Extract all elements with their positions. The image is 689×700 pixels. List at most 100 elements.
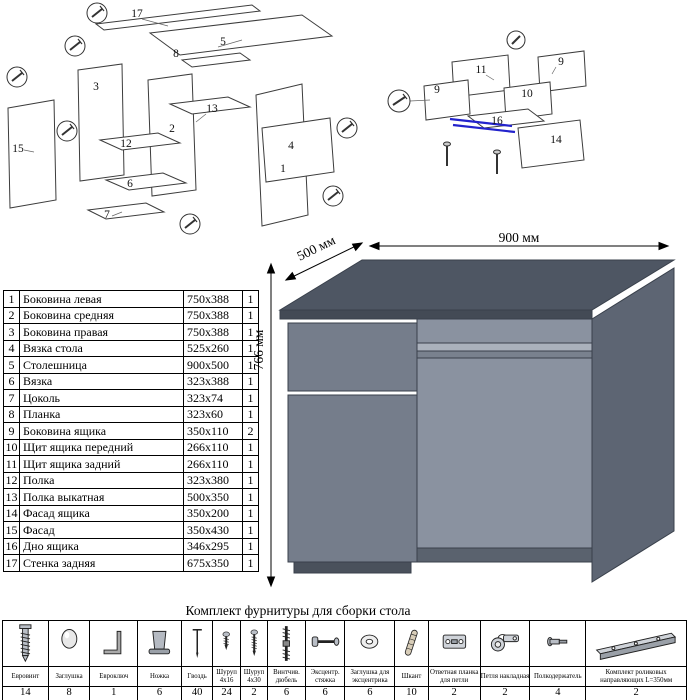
keyboard-tray-edge — [416, 350, 593, 359]
screw-callout-icon — [506, 30, 526, 50]
part-callout-16: 16 — [491, 115, 503, 127]
part-number: 5 — [3, 356, 20, 374]
hardware-item-name: Шуруп 4x16 — [212, 666, 241, 687]
part-name: Щит ящика передний — [19, 438, 184, 456]
plinth — [293, 561, 412, 574]
part-qty: 1 — [242, 405, 259, 423]
part-name: Щит ящика задний — [19, 455, 184, 473]
part-number: 14 — [3, 504, 20, 522]
part-size: 350x110 — [183, 422, 243, 440]
panel-strip-8 — [180, 52, 252, 68]
part-name: Цоколь — [19, 389, 184, 407]
wood-dowel-icon — [394, 620, 429, 667]
part-number: 9 — [3, 422, 20, 440]
part-size: 525x260 — [183, 339, 243, 357]
drawer-front — [287, 322, 418, 392]
panel-drawer-fascia-14 — [517, 119, 585, 169]
hardware-item-name: Евроключ — [89, 666, 139, 687]
part-size: 266x110 — [183, 438, 243, 456]
part-callout-15: 15 — [12, 143, 24, 155]
leader-line — [141, 18, 169, 27]
drawer-slide-icon — [585, 620, 687, 667]
part-name: Боковина левая — [19, 290, 184, 308]
part-size: 323x380 — [183, 471, 243, 489]
hardware-item-name: Шуруп 4x30 — [239, 666, 269, 687]
hardware-item-qty: 2 — [585, 686, 687, 700]
hardware-item-name: Заглушка — [47, 666, 91, 687]
part-callout-6: 6 — [127, 178, 133, 190]
part-callout-3: 3 — [93, 81, 99, 93]
part-size: 750x388 — [183, 290, 243, 308]
part-number: 13 — [3, 488, 20, 506]
cam-bolt-icon — [304, 620, 346, 667]
hardware-item-qty: 1 — [89, 686, 139, 700]
part-name: Дно ящика — [19, 537, 184, 555]
panel-back-wall-17 — [94, 4, 262, 31]
hinge-plate-icon — [427, 620, 481, 667]
part-number: 3 — [3, 323, 20, 341]
hardware-item-name: Заглушка для эксцентрика — [344, 666, 396, 687]
panel-side-3 — [77, 63, 125, 182]
panel-shelf-12 — [98, 132, 182, 151]
screw-callout-icon — [56, 120, 78, 142]
hex-key-icon — [89, 620, 139, 667]
cap-icon — [47, 620, 91, 667]
part-size: 323x60 — [183, 405, 243, 423]
leader-line — [485, 74, 495, 81]
part-size: 675x350 — [183, 554, 243, 572]
hardware-item-name: Гвоздь — [180, 666, 214, 687]
leader-line — [551, 66, 557, 75]
nail-icon — [180, 620, 214, 667]
hardware-item-name: Евровинт — [2, 666, 49, 687]
part-number: 17 — [3, 554, 20, 572]
hardware-item-qty: 14 — [2, 686, 49, 700]
part-name: Вязка — [19, 372, 184, 390]
part-number: 15 — [3, 521, 20, 539]
part-callout-14: 14 — [550, 134, 562, 146]
part-callout-1: 1 — [280, 163, 286, 175]
part-number: 8 — [3, 405, 20, 423]
screw-callout-icon — [336, 117, 358, 139]
part-callout-2: 2 — [169, 123, 175, 135]
part-number: 16 — [3, 537, 20, 555]
part-name: Боковина ящика — [19, 422, 184, 440]
dowel-screw-icon — [267, 620, 306, 667]
door-front — [287, 394, 418, 563]
leader-line — [217, 39, 243, 48]
fastener-callouts — [6, 2, 526, 235]
screw-callout-icon — [179, 213, 201, 235]
part-callout-9: 9 — [558, 56, 564, 68]
part-size: 350x430 — [183, 521, 243, 539]
hardware-item-qty: 2 — [479, 686, 531, 700]
part-size: 323x74 — [183, 389, 243, 407]
hardware-item-qty: 10 — [394, 686, 429, 700]
part-callout-4: 4 — [288, 140, 294, 152]
part-qty: 2 — [242, 422, 259, 440]
leader-line — [111, 211, 123, 217]
screw-long-icon — [239, 620, 269, 667]
part-callout-17: 17 — [131, 8, 143, 20]
screw-callout-icon — [64, 35, 86, 57]
hardware-item-qty: 40 — [180, 686, 214, 700]
part-size: 500x350 — [183, 488, 243, 506]
part-number: 10 — [3, 438, 20, 456]
panel-door-15 — [7, 99, 57, 209]
leader-line — [409, 99, 431, 102]
height-dimension-label: 766 мм — [251, 329, 266, 370]
screw-small-icon — [212, 620, 241, 667]
part-qty: 1 — [242, 554, 259, 572]
part-name: Планка — [19, 405, 184, 423]
part-callout-13: 13 — [206, 103, 218, 115]
